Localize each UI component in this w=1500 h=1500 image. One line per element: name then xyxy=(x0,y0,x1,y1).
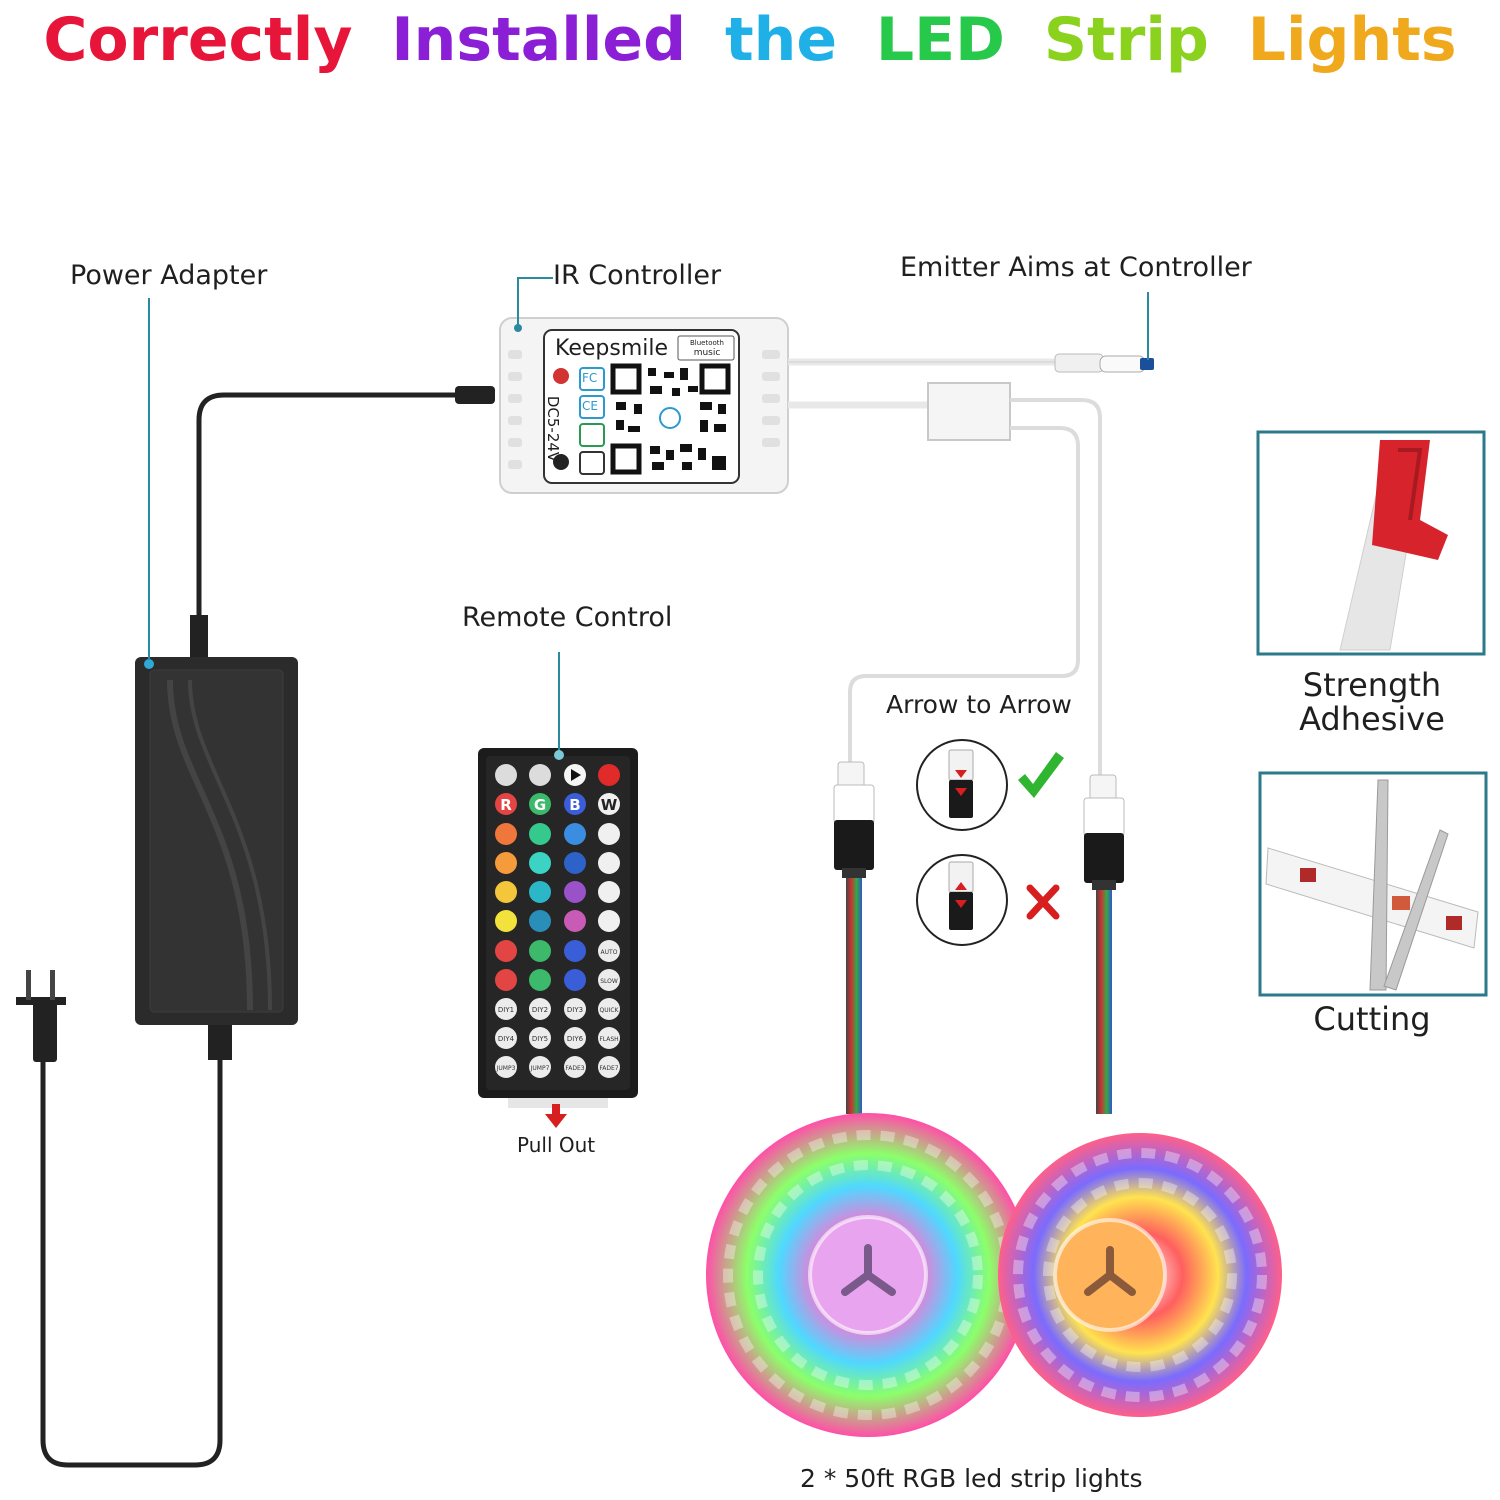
remote-music-buttons xyxy=(598,823,620,932)
page-title: Correctly Installed the LED Strip Lights xyxy=(0,0,1500,80)
cutting-panel xyxy=(1258,771,1488,997)
cutting-label: Cutting xyxy=(1313,1000,1431,1038)
plug-icon xyxy=(16,970,66,1062)
remote-control-label: Remote Control xyxy=(462,602,673,633)
remote-label-fx: FADE3 xyxy=(565,1065,584,1072)
power-adapter-label: Power Adapter xyxy=(70,260,268,291)
title-word: Installed xyxy=(391,5,687,75)
controller-badge-bottom: music xyxy=(693,348,721,358)
fc-mark: FC xyxy=(582,371,598,385)
arrow-to-arrow-label: Arrow to Arrow xyxy=(886,690,1072,719)
ir-controller-label: IR Controller xyxy=(553,260,722,291)
remote-label-fx: JUMP3 xyxy=(496,1065,516,1072)
remote-top-buttons xyxy=(495,764,620,786)
remote-label-fx: FADE7 xyxy=(599,1065,618,1072)
check-icon xyxy=(1018,752,1064,798)
remote-label-mode: AUTO xyxy=(601,949,618,956)
pull-arrow-icon xyxy=(545,1104,567,1128)
controller-badge-top: Bluetooth xyxy=(690,339,724,347)
controller-voltage: DC5-24V xyxy=(544,395,563,463)
connector-correct-circle xyxy=(916,739,1008,831)
title-word: Correctly xyxy=(43,5,353,75)
remote-label-diy: DIY4 xyxy=(498,1035,515,1043)
remote-label-mode: QUICK xyxy=(599,1007,619,1014)
remote-label-w: W xyxy=(601,796,618,814)
strip-connector-right xyxy=(1083,774,1125,1114)
remote-rgbw-buttons xyxy=(495,793,620,815)
remote-label-b: B xyxy=(569,796,580,814)
title-word: Strip xyxy=(1043,5,1209,75)
led-indicator xyxy=(144,659,154,669)
ce-mark: CE xyxy=(582,399,598,413)
ir-emitter xyxy=(1140,358,1154,370)
title-word: LED xyxy=(875,5,1005,75)
controller-brand: Keepsmile xyxy=(555,336,669,361)
remote-mode-buttons xyxy=(598,940,620,1078)
remote-control xyxy=(478,748,638,1108)
remote-label-mode: SLOW xyxy=(600,978,618,985)
remote-label-fx: JUMP7 xyxy=(530,1065,550,1072)
strength-adhesive-label: Strength Adhesive xyxy=(1299,666,1445,738)
title-word: Lights xyxy=(1247,5,1457,75)
cross-icon xyxy=(1026,884,1060,920)
remote-label-g: G xyxy=(534,796,546,814)
power-adapter xyxy=(40,386,495,1468)
leader-dot xyxy=(514,324,522,332)
remote-color-buttons xyxy=(495,823,586,932)
remote-diy-buttons xyxy=(495,998,586,1078)
remote-labels: R G B W DIY1 DIY2 DIY3 DIY4 DIY5 DIY6 AU… xyxy=(496,796,620,1072)
remote-label-diy: DIY2 xyxy=(532,1006,548,1014)
adhesive-panel xyxy=(1256,430,1486,656)
remote-label-diy: DIY6 xyxy=(567,1035,584,1043)
remote-label-mode: FLASH xyxy=(599,1036,618,1043)
strip-lights-label: 2 * 50ft RGB led strip lights xyxy=(800,1464,1143,1493)
led-reel-right xyxy=(998,1133,1282,1417)
strip-connector-left xyxy=(833,761,875,1114)
remote-label-diy: DIY5 xyxy=(532,1035,548,1043)
leader-dot xyxy=(554,750,564,760)
title-word: the xyxy=(724,5,838,75)
emitter-label: Emitter Aims at Controller xyxy=(900,252,1252,283)
led-reel-left xyxy=(706,1113,1030,1437)
controller-wires xyxy=(788,353,1154,780)
pull-out-label: Pull Out xyxy=(517,1133,596,1157)
remote-label-diy: DIY1 xyxy=(498,1006,514,1014)
leader-lines xyxy=(148,277,1149,752)
remote-label-diy: DIY3 xyxy=(567,1006,583,1014)
remote-arrow-buttons xyxy=(495,940,586,991)
qr-code-icon xyxy=(610,363,731,475)
remote-label-r: R xyxy=(500,796,512,814)
battery-tab xyxy=(508,1098,608,1108)
connector-wrong-circle xyxy=(916,854,1008,946)
